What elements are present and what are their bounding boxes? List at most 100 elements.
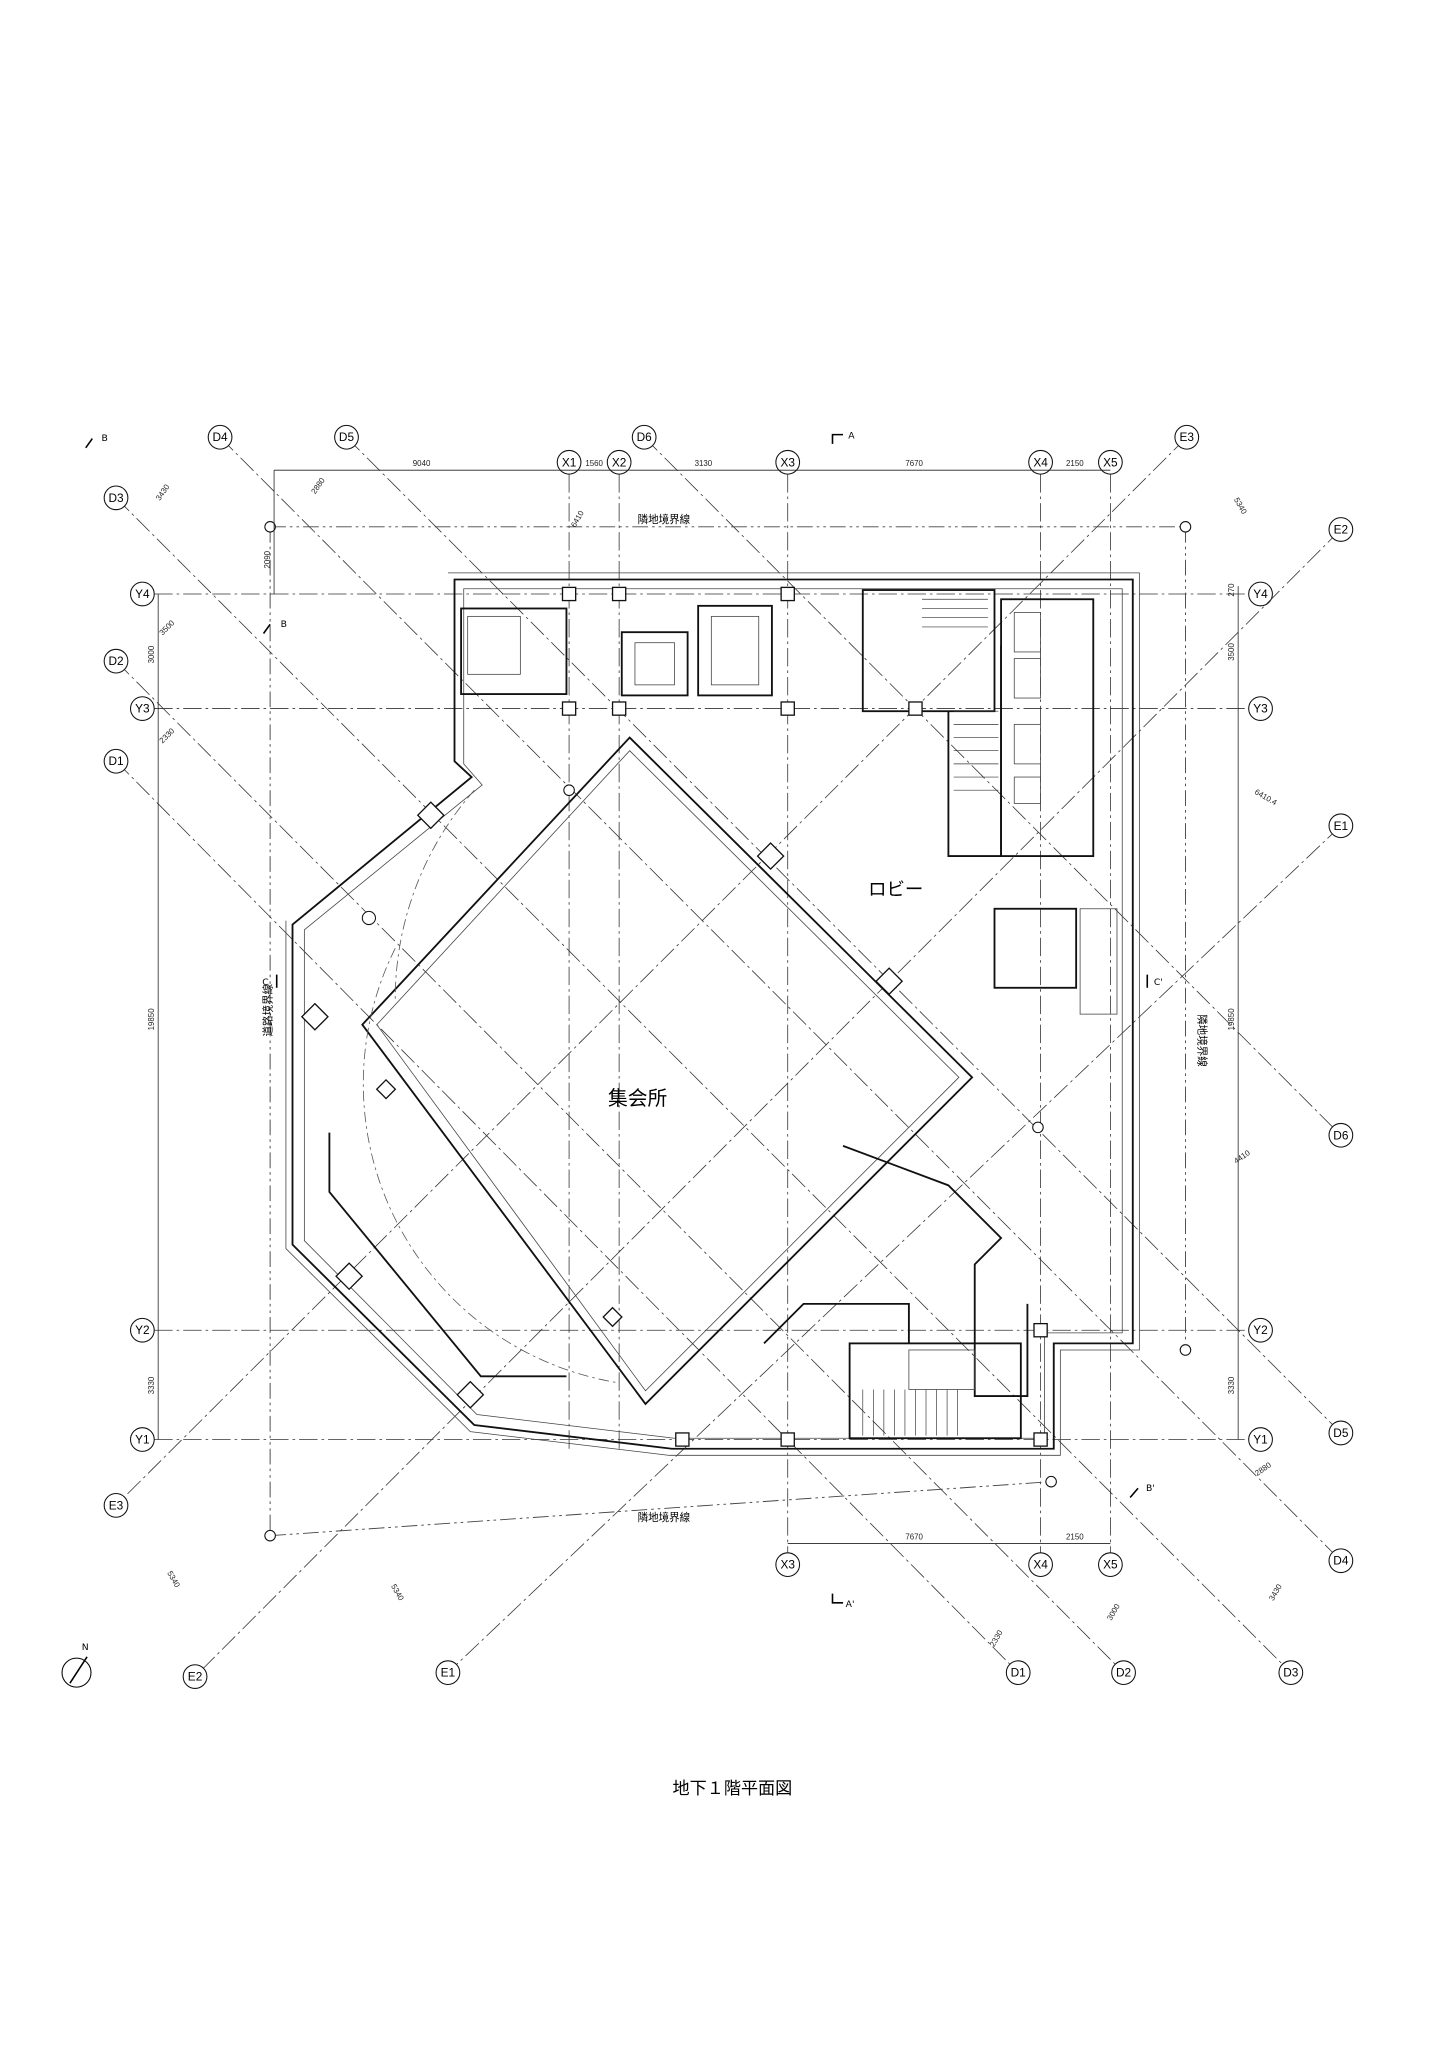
grid-bubble-y3: Y3 (129, 696, 155, 721)
dim-top: 3130 (695, 459, 713, 468)
boundary-point (264, 1529, 276, 1542)
stair-south (848, 1342, 1022, 1440)
outer-wall-inner (303, 588, 1123, 1439)
grid-label: D4 (213, 430, 229, 444)
stair-treads (922, 598, 999, 791)
grid-bubble-d4: D4 (1328, 1548, 1354, 1574)
grid-line-d6 (643, 436, 1342, 1136)
elevator (620, 631, 689, 697)
grid-line-d4 (219, 436, 1342, 1561)
dim-bottom: 2150 (1066, 1533, 1084, 1542)
dim-left: 2330 (158, 726, 177, 745)
grid-label: E2 (188, 1670, 203, 1684)
dim-diagonal: 6410 (569, 509, 586, 529)
grid-bubble-x5: X5 (1098, 449, 1123, 475)
dim-diagonal: 5340 (1232, 496, 1249, 516)
grid-bubble-x3: X3 (775, 449, 801, 475)
grid-label: E1 (441, 1666, 456, 1680)
dim-right: 270 (1227, 583, 1236, 597)
grid-bubble-d2: D2 (1111, 1660, 1136, 1686)
grid-label: X4 (1033, 1558, 1048, 1572)
dim-setback: 2090 (263, 550, 272, 568)
grid-label: X3 (780, 1558, 795, 1572)
grid-label: X5 (1103, 1558, 1118, 1572)
dim-right: 3500 (1227, 643, 1236, 661)
grid-line-e3 (115, 436, 1188, 1506)
grid-label: D1 (108, 754, 124, 768)
outer-wall (291, 578, 1134, 1450)
dim-bottom: 7670 (905, 1533, 923, 1542)
grid-bubble-y3: Y3 (1248, 696, 1273, 721)
grid-bubble-d6: D6 (1328, 1122, 1354, 1148)
grid-label: Y4 (135, 587, 150, 601)
grid-label: Y1 (1253, 1433, 1268, 1447)
grid-bubble-e1: E1 (1328, 813, 1354, 839)
grid-bubble-x2: X2 (606, 449, 632, 475)
grid-label: X5 (1103, 455, 1118, 469)
grid-bubble-y4: Y4 (129, 581, 155, 607)
grid-bubble-x1: X1 (556, 449, 582, 475)
dim-diagonal: 3430 (154, 482, 172, 502)
grid-bubble-y2: Y2 (1248, 1317, 1273, 1343)
grid-label: E3 (109, 1498, 124, 1512)
grid-label: D1 (1011, 1666, 1027, 1680)
grid-bubble-d1: D1 (1005, 1660, 1031, 1686)
section-mark-b: B (102, 433, 108, 444)
dim-diagonal: 2880 (1253, 1460, 1273, 1478)
grid-label: D2 (1116, 1666, 1131, 1680)
grid-bubble-e3: E3 (1174, 424, 1200, 450)
boundary-label-bottom: 隣地境界線 (638, 1511, 691, 1524)
dim-top: 2150 (1066, 459, 1084, 468)
grid-bubble-d2: D2 (103, 648, 129, 674)
dim-diagonal: 2330 (988, 1628, 1005, 1648)
grid-label: D3 (108, 491, 124, 505)
grid-label: Y2 (1253, 1323, 1268, 1337)
stair-north (861, 589, 996, 713)
boundary-label-top: 隣地境界線 (638, 513, 691, 526)
room-machine (460, 607, 568, 696)
grid-label: D6 (637, 430, 653, 444)
drawing-title: 地下１階平面図 (673, 1779, 793, 1799)
boundary-bottom (270, 1481, 1052, 1537)
grid-label: Y3 (135, 702, 150, 716)
grid-bubble-x3: X3 (775, 1552, 801, 1578)
grid-label: D3 (1283, 1666, 1299, 1680)
grid-bubble-y4: Y4 (1248, 581, 1273, 607)
section-mark-a-prime: A' (846, 1599, 855, 1610)
grid-bubble-y2: Y2 (129, 1317, 155, 1343)
grid-label: X2 (612, 455, 627, 469)
elevator (697, 604, 773, 697)
grid-bubble-d3: D3 (103, 485, 129, 511)
dim-top: 7670 (905, 459, 923, 468)
section-marks (85, 433, 1149, 1604)
building: 集会所 ロビー (285, 572, 1140, 1456)
site-boundaries: 隣地境界線 隣地境界線 道路境界線 隣地境界線 (261, 513, 1209, 1542)
section-mark-c-prime: C' (1154, 977, 1163, 988)
dim-diagonal: 5340 (165, 1569, 182, 1589)
grid-bubble-e3: E3 (103, 1492, 129, 1518)
grid-label: D2 (108, 654, 123, 668)
grid-label: X4 (1033, 455, 1048, 469)
north-arrow: N (61, 1642, 92, 1688)
grid-label: E1 (1334, 819, 1349, 833)
boundary-label-left: 道路境界線 (261, 983, 274, 1036)
columns (300, 586, 1048, 1447)
grid-label: Y4 (1253, 587, 1268, 601)
grid-bubble-d3: D3 (1278, 1660, 1304, 1686)
grid-line-d1 (115, 760, 1019, 1673)
grid-label: E3 (1180, 430, 1195, 444)
dim-diagonal: 3000 (1105, 1602, 1122, 1622)
dim-top: 9040 (413, 459, 431, 468)
grid-label: D4 (1333, 1554, 1349, 1568)
grid-bubble-x5: X5 (1098, 1552, 1123, 1578)
grid-bubble-d6: D6 (631, 424, 657, 450)
dim-left: 3000 (147, 645, 156, 663)
room-label-assembly: 集会所 (608, 1087, 667, 1110)
dim-diagonal: 4410 (1232, 1148, 1252, 1166)
grid-bubble-d1: D1 (103, 748, 129, 774)
grid-bubble-x4: X4 (1028, 1552, 1053, 1578)
grid-label: Y1 (135, 1433, 150, 1447)
grid-bubble-x4: X4 (1028, 449, 1053, 475)
